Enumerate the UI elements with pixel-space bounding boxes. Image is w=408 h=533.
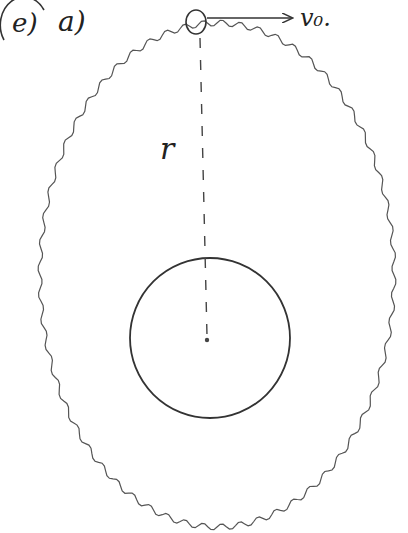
- planet-circle: [130, 258, 290, 418]
- satellite: [186, 10, 206, 34]
- label-circle-arc: [0, 0, 44, 40]
- center-dot: [205, 338, 209, 342]
- part-label: e): [12, 10, 38, 36]
- velocity-label: v₀.: [300, 6, 331, 30]
- radius-label: r: [160, 134, 174, 164]
- part-label: a): [58, 8, 86, 36]
- velocity-arrow: [207, 17, 292, 19]
- radius-dashed-line: [200, 38, 207, 336]
- outer-wavy-orbit: [38, 20, 396, 529]
